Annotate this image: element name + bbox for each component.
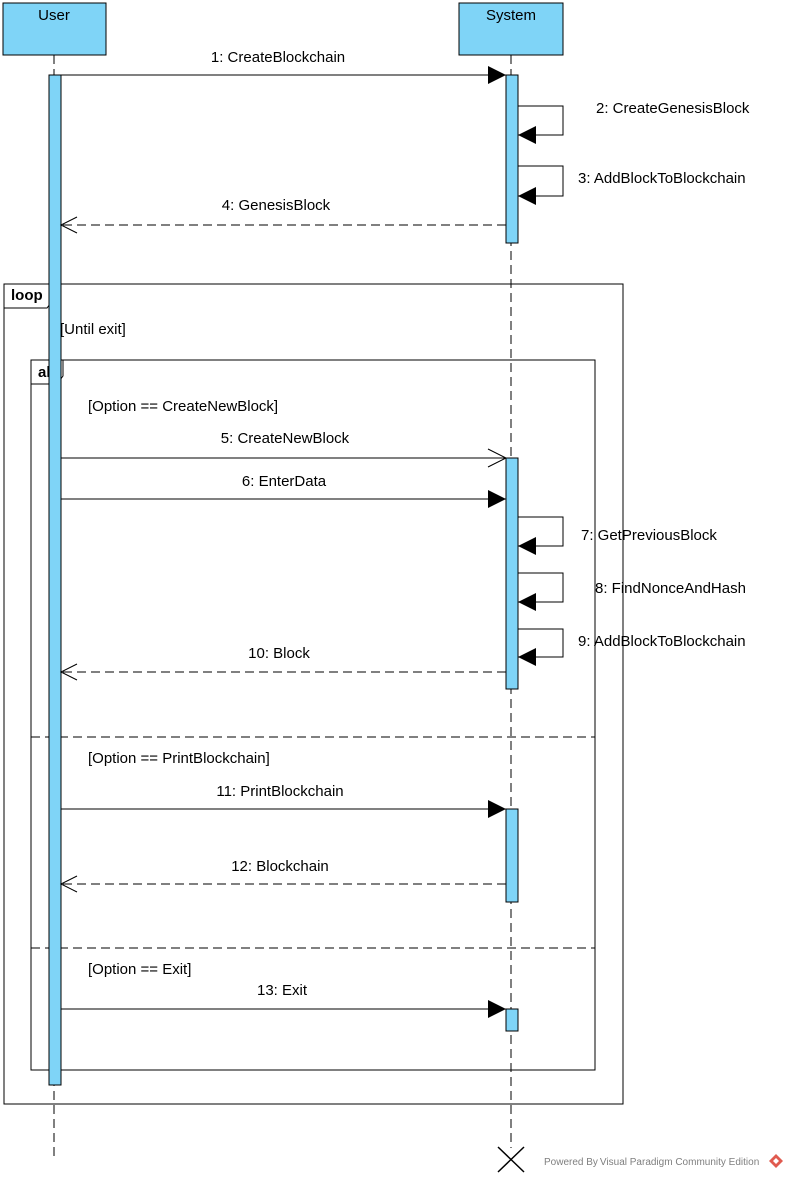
system-activation-4 [505, 1008, 519, 1032]
loop-guard: [Until exit] [60, 321, 126, 338]
message-1[interactable]: 1: CreateBlockchain [61, 49, 506, 84]
message-1-label: 1: CreateBlockchain [211, 49, 345, 66]
message-7-label: 7: GetPreviousBlock [581, 527, 717, 544]
message-10-label: 10: Block [248, 645, 310, 662]
message-13-label: 13: Exit [257, 982, 308, 999]
message-3-label: 3: AddBlockToBlockchain [578, 170, 746, 187]
loop-fragment[interactable]: loop [Until exit] [3, 283, 624, 1105]
message-4-arrowhead [59, 216, 78, 234]
lifeline-system-label: System [486, 7, 536, 24]
message-2-arrowhead [518, 126, 536, 144]
alt-guard-exit: [Option == Exit] [88, 961, 191, 978]
message-12-label: 12: Blockchain [231, 858, 329, 875]
message-6-label: 6: EnterData [242, 473, 327, 490]
message-6[interactable]: 6: EnterData [61, 473, 506, 508]
message-10-arrowhead [59, 663, 78, 681]
destroy-icon [497, 1146, 525, 1173]
message-8-line [518, 572, 564, 603]
message-9-arrowhead [518, 648, 536, 666]
message-7[interactable]: 7: GetPreviousBlock [518, 516, 717, 555]
message-5[interactable]: 5: CreateNewBlock [61, 430, 508, 468]
lifeline-system-head[interactable] [458, 2, 564, 56]
alt-guard-print: [Option == PrintBlockchain] [88, 750, 270, 767]
message-13-arrowhead [488, 1000, 506, 1018]
message-5-label: 5: CreateNewBlock [221, 430, 350, 447]
alt-fragment[interactable]: alt [Option == CreateNewBlock] [Option =… [30, 359, 596, 1071]
user-activation [48, 74, 62, 1086]
message-3[interactable]: 3: AddBlockToBlockchain [518, 165, 746, 205]
message-4-label: 4: GenesisBlock [222, 197, 331, 214]
loop-frame [3, 283, 624, 1105]
message-8-arrowhead [518, 593, 536, 611]
system-activation-3 [505, 808, 519, 903]
message-7-line [518, 516, 564, 547]
message-10[interactable]: 10: Block [59, 645, 506, 681]
alt-frame [30, 359, 596, 1071]
message-11[interactable]: 11: PrintBlockchain [61, 783, 506, 818]
message-9[interactable]: 9: AddBlockToBlockchain [518, 628, 746, 666]
message-3-line [518, 165, 564, 197]
message-3-arrowhead [518, 187, 536, 205]
message-1-arrowhead [488, 66, 506, 84]
message-6-arrowhead [488, 490, 506, 508]
message-12-arrowhead [59, 875, 78, 893]
watermark-text: Powered By Visual Paradigm Community Edi… [544, 1157, 759, 1168]
message-11-arrowhead [488, 800, 506, 818]
lifeline-user-label: User [38, 7, 70, 24]
message-2-label: 2: CreateGenesisBlock [596, 100, 750, 117]
message-11-label: 11: PrintBlockchain [216, 783, 343, 800]
loop-operator: loop [11, 287, 43, 304]
message-8-label: 8: FindNonceAndHash [595, 580, 746, 597]
system-activation-2 [505, 457, 519, 690]
message-9-label: 9: AddBlockToBlockchain [578, 633, 746, 650]
message-12[interactable]: 12: Blockchain [59, 858, 506, 893]
message-4[interactable]: 4: GenesisBlock [59, 197, 506, 234]
alt-guard-create: [Option == CreateNewBlock] [88, 398, 278, 415]
message-2[interactable]: 2: CreateGenesisBlock [518, 100, 750, 144]
message-9-line [518, 628, 564, 658]
visual-paradigm-logo-icon [769, 1154, 783, 1168]
message-5-arrowhead [487, 448, 508, 468]
message-13[interactable]: 13: Exit [61, 982, 506, 1018]
system-activation-1 [505, 74, 519, 244]
message-8[interactable]: 8: FindNonceAndHash [518, 572, 746, 611]
message-7-arrowhead [518, 537, 536, 555]
message-2-line [518, 105, 564, 136]
lifeline-user-head[interactable] [2, 2, 107, 56]
